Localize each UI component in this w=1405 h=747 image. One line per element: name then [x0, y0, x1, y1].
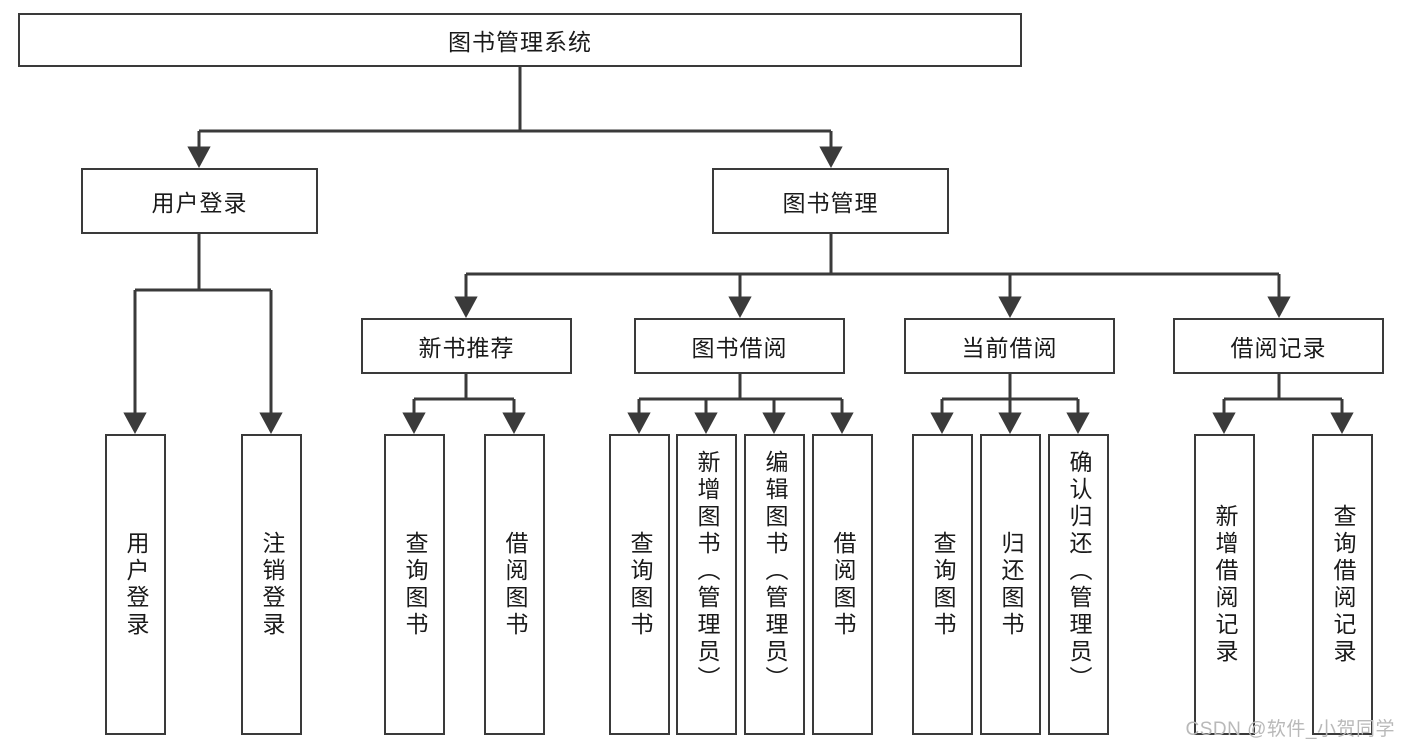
node-label: 图书借阅: [691, 335, 788, 361]
leaf-query-borrowing-record[interactable]: 查询借阅记录: [1312, 434, 1373, 735]
leaf-query-books-recommendation[interactable]: 查询图书: [384, 434, 445, 735]
leaf-return-books[interactable]: 归还图书: [980, 434, 1041, 735]
node-label: 查询图书: [402, 530, 428, 639]
node-book-borrowing[interactable]: 图书借阅: [634, 318, 845, 374]
leaf-query-books-borrowing[interactable]: 查询图书: [609, 434, 670, 735]
node-label: 查询图书: [930, 530, 956, 639]
node-label: 确认归还（管理员）: [1066, 450, 1092, 693]
node-label: 编辑图书（管理员）: [762, 450, 788, 693]
node-label: 当前借阅: [961, 335, 1058, 361]
node-label: 借阅图书: [502, 530, 528, 639]
node-label: 图书管理系统: [448, 29, 592, 55]
node-borrowing-records[interactable]: 借阅记录: [1173, 318, 1384, 374]
leaf-borrow-books-recommendation[interactable]: 借阅图书: [484, 434, 545, 735]
node-label: 借阅记录: [1230, 335, 1327, 361]
node-label: 新书推荐: [418, 335, 515, 361]
node-label: 查询借阅记录: [1330, 503, 1356, 666]
leaf-confirm-return-admin[interactable]: 确认归还（管理员）: [1048, 434, 1109, 735]
leaf-query-books-current[interactable]: 查询图书: [912, 434, 973, 735]
leaf-add-borrowing-record[interactable]: 新增借阅记录: [1194, 434, 1255, 735]
leaf-user-login[interactable]: 用户登录: [105, 434, 166, 735]
node-label: 新增借阅记录: [1212, 503, 1238, 666]
watermark: CSDN @软件_小贺同学: [1185, 719, 1395, 740]
leaf-borrow-books-borrowing[interactable]: 借阅图书: [812, 434, 873, 735]
node-book-management[interactable]: 图书管理: [712, 168, 949, 234]
node-label: 注销登录: [259, 530, 285, 639]
node-label: 用户登录: [151, 190, 248, 216]
leaf-add-book-admin[interactable]: 新增图书（管理员）: [676, 434, 737, 735]
node-user-login[interactable]: 用户登录: [81, 168, 318, 234]
node-label: 借阅图书: [830, 530, 856, 639]
node-label: 图书管理: [782, 190, 879, 216]
leaf-edit-book-admin[interactable]: 编辑图书（管理员）: [744, 434, 805, 735]
node-label: 归还图书: [998, 530, 1024, 639]
node-root-library-management-system[interactable]: 图书管理系统: [18, 13, 1022, 67]
leaf-logout[interactable]: 注销登录: [241, 434, 302, 735]
node-label: 用户登录: [123, 530, 149, 639]
node-current-borrowing[interactable]: 当前借阅: [904, 318, 1115, 374]
node-new-book-recommendation[interactable]: 新书推荐: [361, 318, 572, 374]
node-label: 新增图书（管理员）: [694, 450, 720, 693]
node-label: 查询图书: [627, 530, 653, 639]
